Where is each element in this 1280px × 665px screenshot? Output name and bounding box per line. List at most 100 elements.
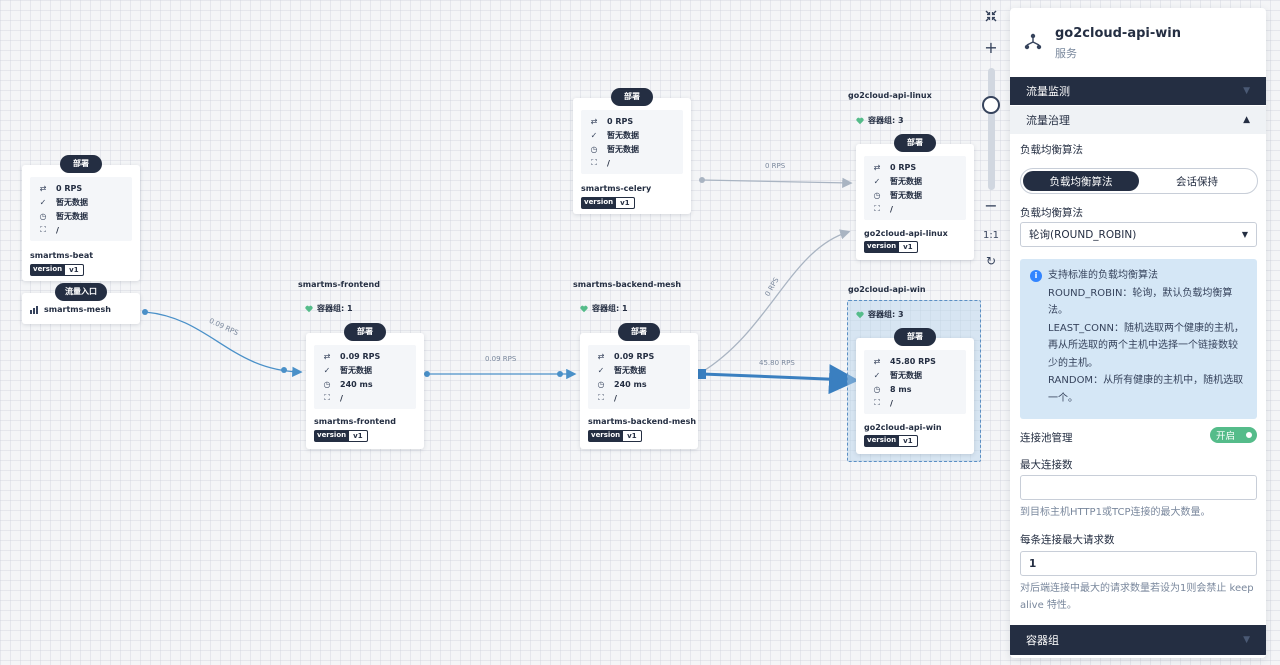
lb-algorithm-select[interactable]: 轮询(ROUND_ROBIN) ▼ xyxy=(1020,222,1257,247)
version-value: v1 xyxy=(65,264,84,276)
metric-path: / xyxy=(614,393,617,403)
metric-success: 暂无数据 xyxy=(340,365,372,375)
fullscreen-collapse-icon[interactable] xyxy=(982,10,1000,26)
route-icon: ⛶ xyxy=(40,225,46,234)
version-key: version xyxy=(30,264,66,276)
toggle-label: 开启 xyxy=(1216,431,1236,442)
zoom-reset-button[interactable]: 1:1 xyxy=(982,230,1000,241)
chevron-down-icon: ▼ xyxy=(1243,86,1250,96)
replica-win: 容器组: 3 xyxy=(856,309,904,320)
node-name: smartms-frontend xyxy=(314,417,396,426)
edge-label-frontend-backend: 0.09 RPS xyxy=(485,355,517,363)
section-traffic-monitor[interactable]: 流量监测 ▼ xyxy=(1010,77,1266,105)
replica-count: 容器组: 1 xyxy=(317,304,353,313)
check-icon: ✓ xyxy=(873,176,881,186)
node-type-badge: 部署 xyxy=(611,88,653,106)
version-key: version xyxy=(581,197,617,209)
metric-rps: 45.80 RPS xyxy=(890,356,936,366)
zoom-slider-track[interactable] xyxy=(988,68,995,190)
health-heart-icon xyxy=(856,311,864,318)
node-metrics: ⇄0.09 RPS ✓暂无数据 ◷240 ms ⛶/ xyxy=(314,345,416,409)
node-metrics: ⇄0 RPS ✓暂无数据 ◷暂无数据 ⛶/ xyxy=(864,156,966,220)
traffic-arrows-icon: ⇄ xyxy=(873,356,881,366)
node-smartms-frontend[interactable]: 部署 ⇄0.09 RPS ✓暂无数据 ◷240 ms ⛶/ smartms-fr… xyxy=(306,323,424,449)
check-icon: ✓ xyxy=(39,197,47,207)
ingress-badge: 流量入口 xyxy=(55,283,107,301)
node-go2cloud-api-linux[interactable]: 部署 ⇄0 RPS ✓暂无数据 ◷暂无数据 ⛶/ go2cloud-api-li… xyxy=(856,134,974,260)
metric-success: 暂无数据 xyxy=(890,176,922,186)
metric-latency: 240 ms xyxy=(340,379,373,389)
tab-session-affinity[interactable]: 会话保持 xyxy=(1176,175,1218,188)
max-connections-label: 最大连接数 xyxy=(1020,459,1073,471)
node-smartms-celery[interactable]: 部署 ⇄0 RPS ✓暂无数据 ◷暂无数据 ⛶/ smartms-celery … xyxy=(573,88,691,214)
zoom-in-button[interactable]: + xyxy=(984,38,998,57)
info-line: LEAST_CONN：随机选取两个健康的主机，再从所选取的两个主机中选择一个链接… xyxy=(1048,322,1245,369)
panel-header: go2cloud-api-win 服务 xyxy=(1010,8,1266,76)
version-key: version xyxy=(864,435,900,447)
metric-latency: 240 ms xyxy=(614,379,647,389)
clock-icon: ◷ xyxy=(597,379,605,389)
node-metrics: ⇄0 RPS ✓暂无数据 ◷暂无数据 ⛶/ xyxy=(581,110,683,174)
edge-label-backend-win: 45.80 RPS xyxy=(759,359,795,367)
replica-count: 容器组: 3 xyxy=(868,116,904,125)
route-icon: ⛶ xyxy=(874,204,880,213)
replica-count: 容器组: 3 xyxy=(868,310,904,319)
max-connections-input[interactable] xyxy=(1020,475,1257,500)
version-value: v1 xyxy=(623,430,642,442)
metric-path: / xyxy=(890,398,893,408)
tab-load-balancing[interactable]: 负载均衡算法 xyxy=(1023,171,1139,191)
refresh-icon[interactable]: ↻ xyxy=(985,254,997,268)
toggle-knob xyxy=(1244,430,1254,440)
info-line: ROUND_ROBIN：轮询，默认负载均衡算法。 xyxy=(1048,287,1233,317)
caret-down-icon: ▼ xyxy=(1241,230,1248,239)
section-label: 容器组 xyxy=(1026,634,1059,647)
health-heart-icon xyxy=(580,305,588,312)
connection-pool-toggle[interactable]: 开启 xyxy=(1210,427,1257,443)
metric-latency: 暂无数据 xyxy=(607,144,639,154)
clock-icon: ◷ xyxy=(39,211,47,221)
lb-heading: 负载均衡算法 xyxy=(1020,144,1083,156)
ingress-smartms-mesh[interactable]: 流量入口 smartms-mesh xyxy=(22,283,140,324)
select-value: 轮询(ROUND_ROBIN) xyxy=(1029,229,1137,241)
metric-success: 暂无数据 xyxy=(607,130,639,140)
check-icon: ✓ xyxy=(597,365,605,375)
traffic-arrows-icon: ⇄ xyxy=(873,162,881,172)
node-type-badge: 部署 xyxy=(618,323,660,341)
clock-icon: ◷ xyxy=(873,384,881,394)
group-title-backend: smartms-backend-mesh xyxy=(573,280,682,289)
zoom-out-button[interactable]: − xyxy=(984,196,998,215)
clock-icon: ◷ xyxy=(873,190,881,200)
metric-success: 暂无数据 xyxy=(614,365,646,375)
node-metrics: ⇄0.09 RPS ✓暂无数据 ◷240 ms ⛶/ xyxy=(588,345,690,409)
node-name: smartms-celery xyxy=(581,184,652,193)
info-line: RANDOM：从所有健康的主机中，随机选取一个。 xyxy=(1048,375,1244,404)
node-go2cloud-api-win[interactable]: 部署 ⇄45.80 RPS ✓暂无数据 ◷8 ms ⛶/ go2cloud-ap… xyxy=(856,328,974,454)
health-heart-icon xyxy=(305,305,313,312)
node-name: smartms-backend-mesh xyxy=(588,417,697,426)
route-icon: ⛶ xyxy=(598,393,604,402)
node-smartms-beat[interactable]: 部署 ⇄0 RPS ✓暂无数据 ◷暂无数据 ⛶/ smartms-beat ve… xyxy=(22,155,140,281)
topology-canvas[interactable]: 0.09 RPS 0.09 RPS 0 RPS 0 RPS 45.80 RPS … xyxy=(0,0,1005,665)
metric-success: 暂无数据 xyxy=(56,197,88,207)
panel-subtitle: 服务 xyxy=(1055,47,1077,60)
zoom-slider-handle[interactable] xyxy=(982,96,1000,115)
max-requests-input[interactable]: 1 xyxy=(1020,551,1257,576)
max-requests-label: 每条连接最大请求数 xyxy=(1020,534,1115,546)
edge-backend-win xyxy=(701,364,859,395)
group-title-linux: go2cloud-api-linux xyxy=(848,91,932,100)
section-traffic-governance[interactable]: 流量治理 ▲ xyxy=(1010,106,1266,134)
check-icon: ✓ xyxy=(873,370,881,380)
node-metrics: ⇄45.80 RPS ✓暂无数据 ◷8 ms ⛶/ xyxy=(864,350,966,414)
traffic-arrows-icon: ⇄ xyxy=(39,183,47,193)
panel-title: go2cloud-api-win xyxy=(1055,26,1181,41)
node-smartms-backend-mesh[interactable]: 部署 ⇄0.09 RPS ✓暂无数据 ◷240 ms ⛶/ smartms-ba… xyxy=(580,323,698,449)
service-topology-icon xyxy=(1024,33,1042,50)
replica-linux: 容器组: 3 xyxy=(856,115,904,126)
section-pods[interactable]: 容器组 ▼ xyxy=(1010,625,1266,655)
clock-icon: ◷ xyxy=(590,144,598,154)
max-requests-hint: 对后端连接中最大的请求数量若设为1则会禁止 keep alive 特性。 xyxy=(1020,583,1254,611)
metric-rps: 0 RPS xyxy=(607,116,634,126)
